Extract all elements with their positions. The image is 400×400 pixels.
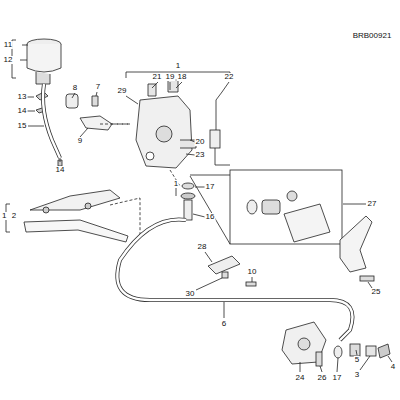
callout-number: 20: [195, 138, 206, 146]
callout-number: 4: [390, 363, 396, 371]
callout-number: 1: [1, 212, 7, 220]
clutch-lever: [24, 190, 128, 242]
callout-number: 24: [295, 374, 306, 382]
callout-number: 3: [354, 371, 360, 379]
callout-number: 17: [332, 374, 343, 382]
callout-number: 19: [165, 73, 176, 81]
callout-number: 7: [95, 83, 101, 91]
callout-number: 1: [173, 180, 179, 188]
assembly-line: [190, 175, 230, 244]
callout-number: 29: [117, 87, 128, 95]
callout-number: 2: [11, 212, 17, 220]
callout-number: 22: [224, 73, 235, 81]
callout-number: 6: [221, 320, 227, 328]
callout-number: 23: [195, 151, 206, 159]
reservoir-hose: [43, 84, 60, 158]
callout-number: 21: [152, 73, 163, 81]
leader-line: [20, 45, 35, 111]
reservoir-bracket: [66, 94, 112, 130]
slave-cylinder: [282, 322, 390, 366]
callout-number: 27: [367, 200, 378, 208]
callout-number: 15: [17, 122, 28, 130]
callout-number: 1: [175, 62, 181, 70]
callout-number: 8: [72, 84, 78, 92]
callout-number: 14: [55, 166, 66, 174]
master-cylinder: [136, 80, 196, 168]
callout-number: 12: [3, 56, 14, 64]
callout-number: 25: [371, 288, 382, 296]
reservoir-hose: [43, 84, 60, 158]
callout-number: 10: [247, 268, 258, 276]
leader-line: [222, 82, 229, 92]
repair-kit: [230, 170, 342, 244]
banjo-bolt: [181, 183, 195, 220]
callout-number: 17: [205, 183, 216, 191]
leader-line: [300, 350, 392, 372]
callout-number: 30: [185, 290, 196, 298]
callout-number: 28: [197, 243, 208, 251]
clutch-switch: [210, 92, 230, 165]
clutch-hose: [117, 220, 352, 341]
callout-number: 26: [317, 374, 328, 382]
callout-number: 5: [354, 356, 360, 364]
clutch-hose: [117, 220, 352, 341]
leader-line: [224, 302, 225, 318]
leader-line: [126, 82, 195, 155]
leader-line: [343, 204, 366, 205]
callout-number: 13: [17, 93, 28, 101]
leader-line: [196, 252, 252, 290]
leader-line: [176, 187, 205, 217]
drawing-code: BRB00921: [352, 32, 393, 40]
callout-number: 18: [177, 73, 188, 81]
leader-line: [72, 92, 97, 137]
callout-number: 9: [77, 137, 83, 145]
callout-number: 14: [17, 107, 28, 115]
mounting-bracket: [340, 216, 374, 281]
assembly-line: [100, 124, 130, 125]
callout-number: 11: [3, 41, 13, 49]
leader-line: [28, 126, 60, 162]
callout-number: 16: [205, 213, 216, 221]
assembly-line: [110, 170, 180, 235]
